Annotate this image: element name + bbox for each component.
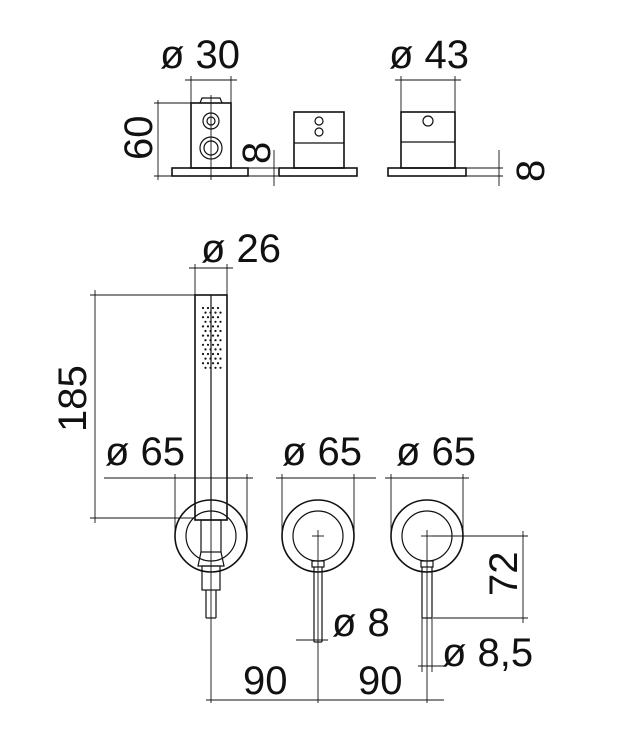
hand-shower-diameter-label: ø 26 — [201, 227, 281, 271]
nozzle-dot — [211, 306, 215, 310]
nozzle-dot — [201, 306, 205, 310]
mixer-front-view — [387, 111, 467, 177]
nozzle-dot — [206, 334, 210, 337]
nozzle-dot — [204, 329, 207, 333]
nozzle-dot — [216, 306, 220, 310]
nozzle-dot — [219, 357, 222, 360]
spout-rosette-diameter-label: ø 65 — [282, 430, 362, 474]
nozzle-dot — [209, 320, 212, 323]
diverter-side-view — [171, 95, 249, 180]
nozzle-dot — [219, 366, 222, 369]
nozzle-dot — [211, 316, 215, 319]
nozzle-dot — [211, 325, 215, 328]
nozzle-dot — [209, 311, 212, 314]
nozzle-dot — [216, 325, 220, 328]
nozzle-dot — [206, 352, 210, 356]
nozzle-dot — [204, 320, 207, 323]
nozzle-dot — [216, 316, 220, 319]
hand-shower — [174, 294, 248, 703]
nozzle-dot — [204, 357, 207, 360]
nozzle-dot — [214, 357, 217, 360]
diverter-front-view — [278, 111, 358, 177]
nozzle-dot — [201, 362, 205, 365]
mixer-rosette-diameter-dimension: ø 65 — [385, 430, 476, 536]
nozzle-dot — [204, 339, 207, 342]
nozzle-dot — [204, 348, 207, 351]
nozzle-dot — [219, 339, 222, 342]
spout-diameter-dimension: ø 8 — [296, 601, 390, 645]
hand-shower-length-dimension: 185 — [51, 290, 195, 523]
nozzle-dot — [214, 329, 217, 333]
nozzle-dot — [214, 348, 217, 351]
diverter-diameter-dimension: ø 30 — [160, 33, 240, 103]
nozzle-dot — [201, 334, 205, 337]
nozzle-dot — [211, 334, 215, 337]
nozzle-dot — [216, 343, 220, 346]
mixer-lever-diameter-dimension: ø 8,5 — [418, 618, 533, 675]
nozzle-dot — [201, 343, 205, 346]
mixer-plate-dimension: 8 — [466, 150, 553, 186]
mixer-diameter-label: ø 43 — [389, 33, 469, 77]
nozzle-dot — [209, 366, 212, 369]
mixer-lever-diameter-label: ø 8,5 — [442, 631, 533, 675]
nozzle-dot — [216, 362, 220, 365]
nozzle-dot — [206, 316, 210, 319]
spout-spacing-dimension: 90 — [206, 659, 324, 703]
nozzle-dot — [219, 329, 222, 333]
nozzle-dot — [214, 366, 217, 369]
diverter-height-dimension: 60 — [117, 100, 191, 180]
mixer-spacing-label: 90 — [358, 659, 403, 703]
nozzle-dot — [214, 320, 217, 323]
nozzle-dot — [209, 357, 212, 360]
mixer-rosette-diameter-label: ø 65 — [396, 430, 476, 474]
spout-diameter-label: ø 8 — [332, 601, 390, 645]
mixer-lever-offset-label: 72 — [482, 552, 526, 597]
mixer-lever-offset-dimension: 72 — [433, 531, 528, 623]
nozzle-dot — [211, 362, 215, 365]
nozzle-dot — [209, 329, 212, 333]
nozzle-dot — [209, 348, 212, 351]
outlet-diameter-dimension: ø 65 — [104, 430, 253, 536]
nozzle-dot — [216, 352, 220, 356]
hand-shower-diameter-dimension: ø 26 — [189, 227, 281, 295]
nozzle-dot — [201, 352, 205, 356]
mixer-diameter-dimension: ø 43 — [389, 33, 469, 112]
mixer-plate-label: 8 — [509, 160, 553, 182]
nozzle-dot — [206, 325, 210, 328]
nozzle-dot — [206, 306, 210, 310]
nozzle-dot — [216, 334, 220, 337]
mixer-spacing-dimension: 90 — [313, 659, 444, 703]
nozzle-dot — [214, 311, 217, 314]
diverter-height-label: 60 — [117, 116, 161, 161]
diverter-plate-label: 8 — [235, 142, 279, 164]
nozzle-dot — [219, 348, 222, 351]
nozzle-dot — [204, 366, 207, 369]
nozzle-dot — [211, 343, 215, 346]
hand-shower-length-label: 185 — [51, 365, 95, 432]
nozzle-dot — [201, 325, 205, 328]
nozzle-dot — [214, 339, 217, 342]
nozzle-dot — [209, 339, 212, 342]
nozzle-dot — [206, 343, 210, 346]
nozzle-dot — [219, 320, 222, 323]
nozzle-dot — [219, 311, 222, 314]
diverter-plate-dimension: 8 — [235, 142, 279, 186]
nozzle-dot — [204, 311, 207, 314]
diverter-diameter-label: ø 30 — [160, 33, 240, 77]
nozzle-dot — [211, 352, 215, 356]
nozzle-dot — [201, 316, 205, 319]
outlet-diameter-label: ø 65 — [105, 430, 185, 474]
nozzle-dot — [206, 362, 210, 365]
hand-shower-nozzles — [201, 306, 222, 369]
spout-rosette-diameter-dimension: ø 65 — [276, 430, 376, 536]
spout-spacing-label: 90 — [243, 659, 288, 703]
